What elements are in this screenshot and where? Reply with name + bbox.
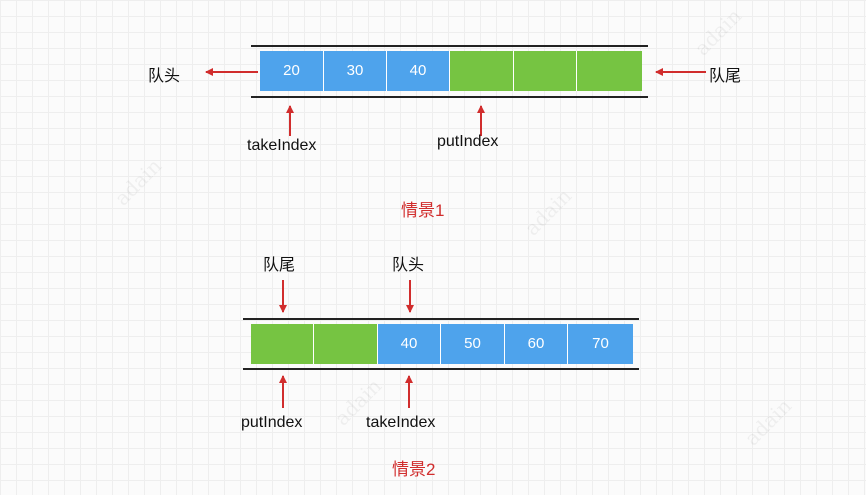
queue-array: 40 50 60 70 <box>251 324 633 364</box>
array-slot: 40 <box>387 51 450 91</box>
array-slot <box>577 51 642 91</box>
take-index-label: takeIndex <box>247 137 317 154</box>
queue-tail-label: 队尾 <box>709 68 742 85</box>
array-slot: 60 <box>505 324 568 364</box>
queue-bottom-rail <box>251 96 648 98</box>
put-index-label: putIndex <box>241 414 303 431</box>
array-slot: 50 <box>441 324 505 364</box>
array-slot <box>314 324 378 364</box>
queue-head-label: 队头 <box>148 68 181 85</box>
queue-bottom-rail <box>243 368 639 370</box>
array-slot <box>514 51 577 91</box>
array-slot <box>251 324 314 364</box>
array-slot: 70 <box>568 324 633 364</box>
scenario-caption: 情景2 <box>392 460 436 479</box>
queue-tail-label: 队尾 <box>263 257 296 274</box>
scenario-caption: 情景1 <box>401 201 445 220</box>
put-index-label: putIndex <box>437 133 499 150</box>
queue-array: 20 30 40 <box>260 51 642 91</box>
take-index-label: takeIndex <box>366 414 436 431</box>
queue-head-label: 队头 <box>392 257 425 274</box>
array-slot <box>450 51 514 91</box>
queue-top-rail <box>251 45 648 47</box>
queue-top-rail <box>243 318 639 320</box>
array-slot: 20 <box>260 51 324 91</box>
array-slot: 40 <box>378 324 441 364</box>
array-slot: 30 <box>324 51 387 91</box>
